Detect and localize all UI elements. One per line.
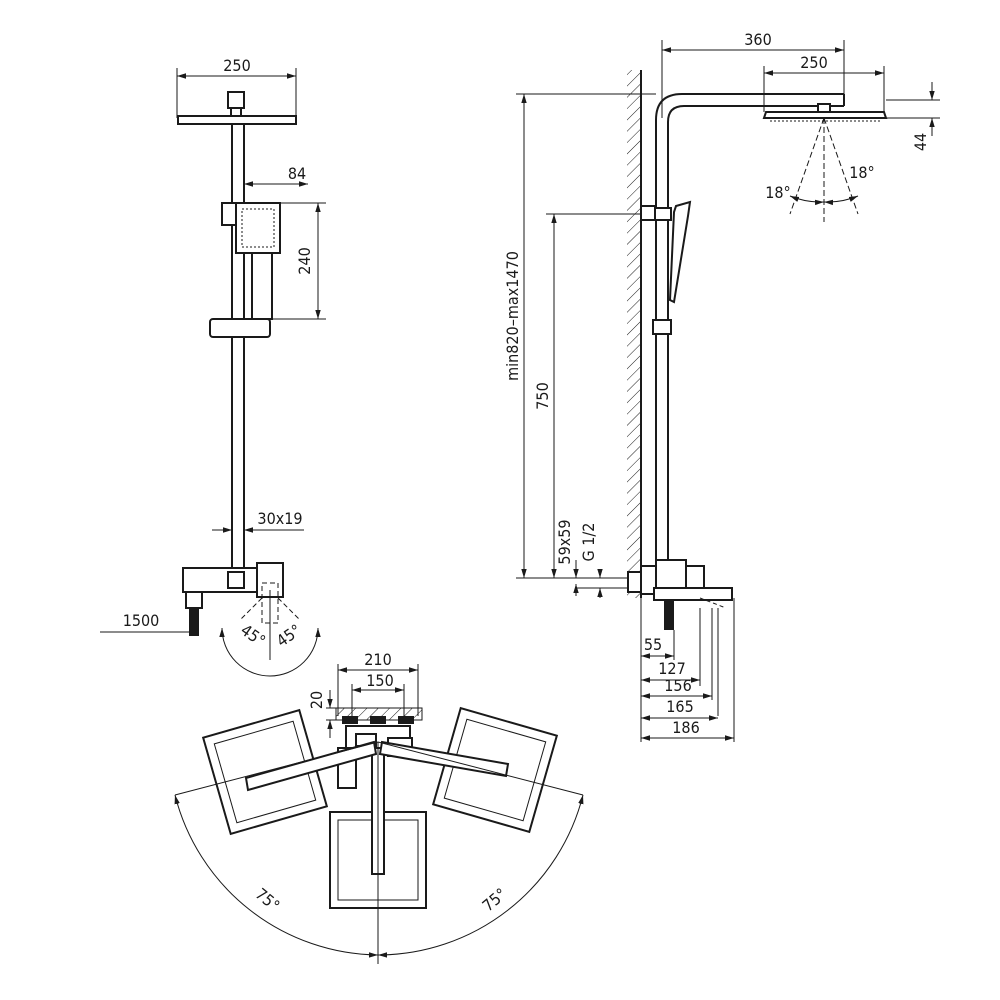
- side-proj-label-4: 186: [672, 718, 699, 737]
- front-mixer-body: [182, 567, 258, 593]
- side-head-dim-label: 250: [800, 53, 827, 72]
- side-spray-arc-left: [789, 195, 825, 206]
- side-thick-label: 44: [911, 133, 930, 151]
- top-rotation-arc-right: [377, 794, 584, 958]
- side-thread-label: G 1/2: [579, 523, 598, 562]
- side-proj-label-1: 127: [658, 659, 685, 678]
- side-shower-head: [762, 111, 888, 119]
- front-hand-handle: [251, 252, 273, 320]
- top-rotation-arc-left: [174, 794, 379, 958]
- front-angle-left-label: 45°: [237, 620, 269, 650]
- front-diverter: [227, 571, 245, 589]
- front-hand-head: [235, 202, 281, 254]
- side-spray-arc-right: [823, 195, 859, 206]
- side-holder-clip: [654, 207, 672, 221]
- side-proj-label-0: 55: [644, 635, 662, 654]
- front-angle-right-label: 45°: [273, 620, 305, 650]
- side-arm-inner: [667, 105, 844, 560]
- side-angle-right-label: 18°: [849, 163, 875, 182]
- side-arm-outer: [655, 93, 844, 560]
- side-head-connector: [817, 103, 831, 113]
- top-eccentric-center: [370, 716, 386, 724]
- side-spout: [653, 587, 733, 601]
- front-shower-head: [177, 115, 297, 125]
- top-angle-right-label: 75°: [479, 884, 511, 915]
- top-eccentric-right: [398, 716, 414, 724]
- front-head-dim-label: 250: [223, 56, 250, 75]
- top-view: 210 150 20: [174, 650, 584, 964]
- front-bar-dim-label: 30x19: [257, 509, 302, 528]
- top-arm-left: [244, 740, 378, 792]
- front-hose-label: 1500: [123, 611, 160, 630]
- side-spray-left: [789, 117, 825, 215]
- front-hand-height-label: 240: [295, 247, 314, 274]
- front-view: 250 84 240 30x19: [100, 56, 326, 677]
- side-range-label: min820–max1470: [503, 251, 522, 381]
- side-hose-thread: [664, 600, 674, 630]
- top-rotation-ray-right: [377, 741, 584, 796]
- front-hand-nozzles: [241, 208, 275, 248]
- top-angle-left-label: 75°: [252, 884, 284, 915]
- top-wall-label: 20: [307, 691, 326, 709]
- front-handle-ghost-right: [277, 597, 301, 621]
- side-arm-dim-label: 360: [744, 30, 771, 49]
- front-head-connector: [227, 91, 245, 109]
- front-handle-ghost-left: [239, 597, 263, 621]
- top-eccentric-left: [342, 716, 358, 724]
- top-rotation-ray-left: [174, 741, 379, 796]
- side-wall-hatch: [627, 70, 641, 598]
- front-hand-offset-label: 84: [288, 164, 306, 183]
- side-mixer-cartridge: [685, 565, 705, 589]
- side-view: 360 250 44 18° 18°: [503, 30, 940, 742]
- front-head-joint: [230, 107, 242, 117]
- front-handle-angle-arc: [219, 627, 321, 677]
- side-lever-ghost: [699, 597, 727, 609]
- front-hose-nut: [185, 591, 203, 609]
- side-angle-left-label: 18°: [765, 183, 791, 202]
- side-projection-dims: 55 127 156 165 186: [641, 635, 734, 741]
- side-hand-shower: [668, 200, 692, 304]
- front-slider: [209, 318, 271, 338]
- side-mixer-body: [655, 559, 687, 589]
- front-hose-thread: [189, 608, 199, 636]
- side-section-label: 59x59: [555, 519, 574, 564]
- top-mixer-outer-label: 210: [364, 650, 391, 669]
- side-wall-flange: [627, 571, 643, 593]
- side-wall-bracket: [640, 205, 656, 221]
- side-proj-label-2: 156: [664, 676, 691, 695]
- front-hand-holder: [221, 202, 237, 226]
- side-mount-label: 750: [533, 382, 552, 409]
- side-proj-label-3: 165: [666, 697, 693, 716]
- side-slider: [652, 319, 672, 335]
- front-rail-bar: [231, 123, 245, 569]
- top-mixer-inner-label: 150: [366, 671, 393, 690]
